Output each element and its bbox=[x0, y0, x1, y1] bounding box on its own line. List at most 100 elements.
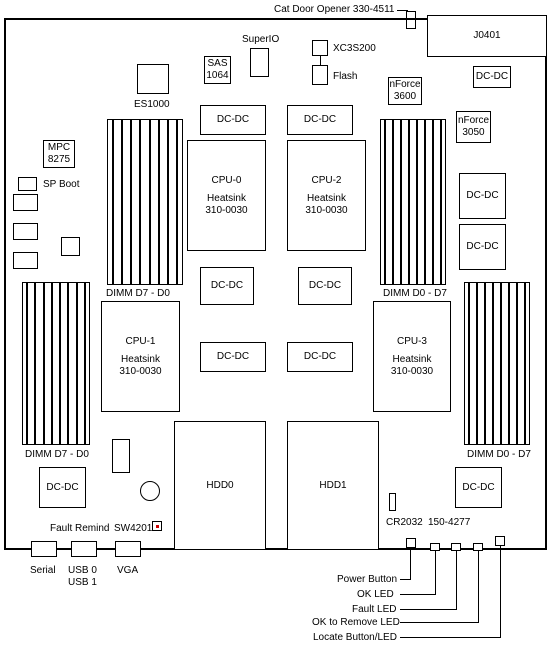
dimm-slot bbox=[59, 283, 61, 444]
cpu-1-heatsink: CPU-1 Heatsink 310-0030 bbox=[101, 301, 180, 412]
dimm-slot bbox=[121, 120, 123, 284]
dimm-slot bbox=[84, 283, 86, 444]
cpu-1-name: CPU-1 bbox=[125, 335, 156, 347]
sw4201-button[interactable] bbox=[152, 521, 162, 531]
dimm-slot bbox=[408, 120, 410, 284]
ok-led-connector bbox=[430, 543, 440, 551]
battery-circle bbox=[140, 481, 160, 501]
cpu-1-heatsink-label: Heatsink bbox=[121, 353, 160, 365]
fault-led-leader-h bbox=[400, 609, 457, 610]
power-button-connector[interactable] bbox=[406, 538, 416, 548]
sw4201-dot bbox=[156, 525, 159, 528]
dimm-slot bbox=[384, 120, 386, 284]
fault-led-leader-v bbox=[456, 551, 457, 609]
dimm-slot bbox=[130, 120, 132, 284]
cr2032-label: CR2032 bbox=[386, 517, 423, 528]
dcdc-mid-right: DC-DC bbox=[298, 267, 352, 305]
dimm-slot bbox=[392, 120, 394, 284]
cpu-3-name: CPU-3 bbox=[396, 335, 427, 347]
usb-0-label: USB 0 bbox=[68, 565, 97, 576]
dimm-slot bbox=[139, 120, 141, 284]
dcdc-label: DC-DC bbox=[475, 71, 509, 82]
dimm-bank-upper-right bbox=[380, 119, 446, 285]
usb-port bbox=[71, 541, 97, 557]
dimm-slot bbox=[76, 283, 78, 444]
dimm-slot bbox=[516, 283, 518, 444]
dimm-slot bbox=[26, 283, 28, 444]
nforce-3600-chip: nForce 3600 bbox=[388, 77, 422, 105]
hdd-0-label: HDD0 bbox=[206, 479, 234, 491]
dimm-slot bbox=[158, 120, 160, 284]
superio-label: SuperIO bbox=[242, 34, 280, 45]
dcdc-upper-left: DC-DC bbox=[200, 105, 266, 135]
dimm-slot bbox=[476, 283, 478, 444]
cat-door-leader-line bbox=[397, 10, 408, 11]
dimm-slot bbox=[149, 120, 151, 284]
vga-port bbox=[115, 541, 141, 557]
dcdc-top-right: DC-DC bbox=[473, 66, 511, 88]
locate-leader-h bbox=[400, 637, 501, 638]
dimm-slot bbox=[468, 283, 470, 444]
ok-led-leader-v bbox=[435, 551, 436, 594]
fault-led-label: Fault LED bbox=[352, 604, 397, 615]
es1000-chip bbox=[137, 64, 169, 94]
dimm-slot bbox=[400, 120, 402, 284]
dcdc-label: DC-DC bbox=[46, 481, 79, 493]
dimm-bank-upper-left-label: DIMM D7 - D0 bbox=[106, 288, 170, 299]
serial-label: Serial bbox=[30, 565, 56, 576]
xc3s200-chip bbox=[312, 40, 328, 56]
hdd-1-bay: HDD1 bbox=[287, 421, 379, 550]
flash-label: Flash bbox=[333, 71, 358, 82]
locate-leader-v bbox=[500, 546, 501, 637]
sas-line-1: SAS bbox=[207, 58, 228, 69]
cr2032-battery bbox=[389, 493, 396, 511]
hdd-1-label: HDD1 bbox=[319, 479, 347, 491]
dcdc-label: DC-DC bbox=[210, 280, 244, 291]
cpu-2-heatsink: CPU-2 Heatsink 310-0030 bbox=[287, 140, 366, 251]
dimm-slot bbox=[112, 120, 114, 284]
es1000-label: ES1000 bbox=[134, 99, 170, 110]
dimm-slot bbox=[524, 283, 526, 444]
cpu-0-heatsink: CPU-0 Heatsink 310-0030 bbox=[187, 140, 266, 251]
hdd-0-bay: HDD0 bbox=[174, 421, 266, 550]
dimm-slot bbox=[424, 120, 426, 284]
superio-chip bbox=[250, 48, 269, 77]
xc3s200-label: XC3S200 bbox=[333, 43, 376, 54]
left-small-chip-1 bbox=[13, 194, 38, 211]
sas-line-2: 1064 bbox=[206, 70, 229, 81]
dimm-slot bbox=[432, 120, 434, 284]
dcdc-label: DC-DC bbox=[216, 351, 250, 362]
ok-to-remove-led-label: OK to Remove LED bbox=[312, 617, 400, 628]
dimm-slot bbox=[492, 283, 494, 444]
nforce-3600-line-1: nForce bbox=[389, 79, 421, 90]
dimm-bank-lower-left-label: DIMM D7 - D0 bbox=[25, 449, 89, 460]
cpu-2-name: CPU-2 bbox=[311, 174, 342, 186]
nforce-3050-chip: nForce 3050 bbox=[456, 111, 491, 143]
mpc-line-2: 8275 bbox=[47, 154, 71, 165]
dimm-slot bbox=[51, 283, 53, 444]
dcdc-bottom-right: DC-DC bbox=[455, 467, 502, 508]
dimm-slot bbox=[484, 283, 486, 444]
ok-to-remove-leader-v bbox=[478, 551, 479, 622]
nforce-3050-line-1: nForce bbox=[457, 115, 490, 126]
locate-button-led-connector[interactable] bbox=[495, 536, 505, 546]
left-small-chip-2 bbox=[13, 223, 38, 240]
dimm-bank-upper-right-label: DIMM D0 - D7 bbox=[383, 288, 447, 299]
dcdc-label: DC-DC bbox=[466, 190, 499, 201]
cpu-0-part: 310-0030 bbox=[205, 204, 248, 216]
dimm-slot bbox=[34, 283, 36, 444]
ok-to-remove-leader-h bbox=[400, 622, 479, 623]
dcdc-lower-right: DC-DC bbox=[287, 342, 353, 372]
dimm-slot bbox=[440, 120, 442, 284]
dimm-bank-lower-right-label: DIMM D0 - D7 bbox=[467, 449, 531, 460]
cpu-3-part: 310-0030 bbox=[390, 365, 434, 377]
dimm-bank-lower-left bbox=[22, 282, 90, 445]
power-button-leader-h bbox=[400, 579, 411, 580]
power-button-leader-v bbox=[410, 548, 411, 579]
fault-led-connector bbox=[451, 543, 461, 551]
j0401-connector: J0401 bbox=[427, 15, 547, 57]
left-square-chip bbox=[61, 237, 80, 256]
cpu-0-name: CPU-0 bbox=[211, 174, 242, 186]
dimm-slot bbox=[508, 283, 510, 444]
dimm-bank-upper-left bbox=[107, 119, 183, 285]
